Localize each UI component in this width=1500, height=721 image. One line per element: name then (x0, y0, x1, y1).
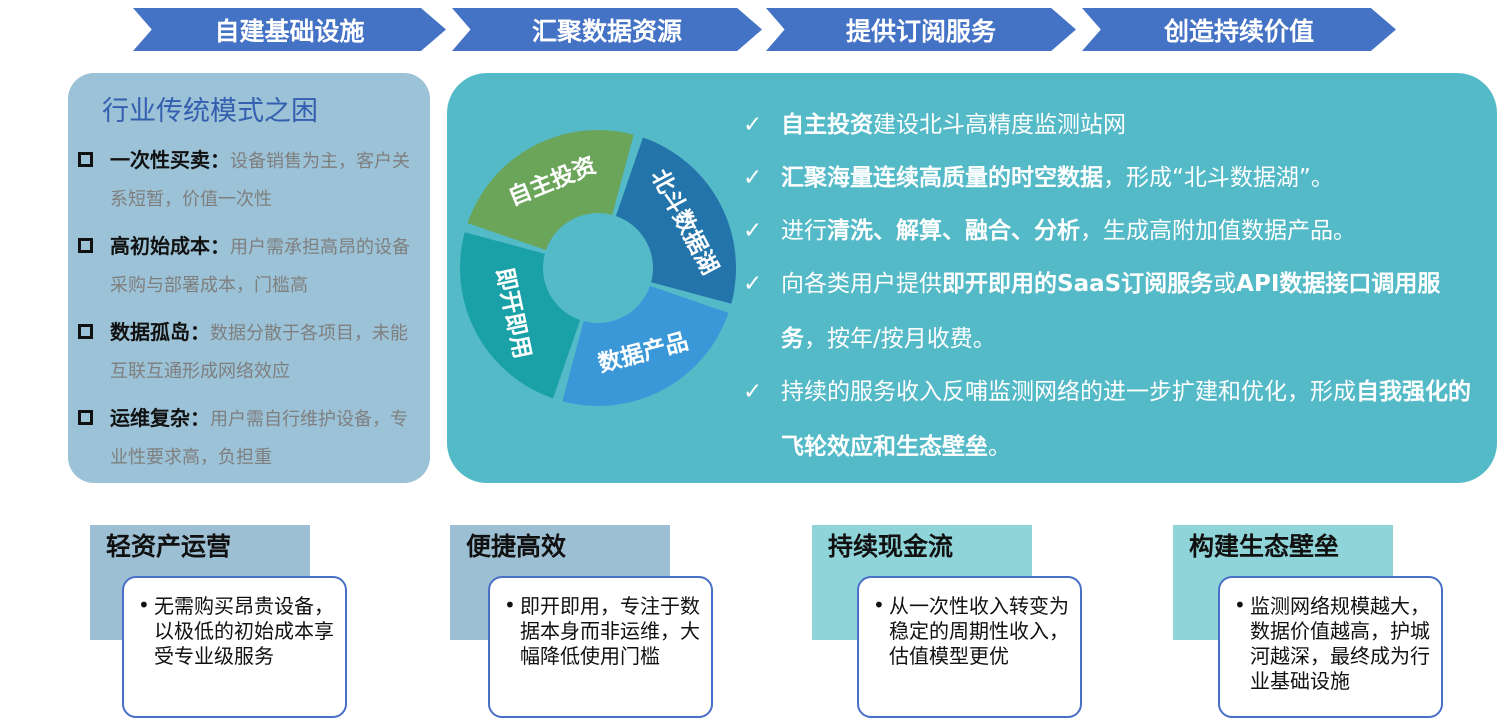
check-icon: ✓ (743, 218, 763, 244)
model-point: ✓ 汇聚海量连续高质量的时空数据，形成“北斗数据湖”。 (743, 151, 1483, 206)
pain-point-description: 用户需自行维护设备，专业性要求高，负担重 (110, 409, 408, 468)
square-bullet-icon (78, 152, 93, 167)
emphasis-text: API数据接口调用服务 (781, 271, 1441, 352)
flywheel-cycle: 自主投资北斗数据湖数据产品即开即用 (459, 130, 736, 406)
flow-step-3: 提供订阅服务 (766, 8, 1076, 51)
emphasis-text: 自我强化的飞轮效应和生态壁垒 (781, 379, 1471, 460)
point-text: 。 (988, 434, 1011, 460)
pain-point-item: 一次性买卖：设备销售为主，客户关系短暂，价值一次性 (78, 141, 423, 219)
flow-step-2: 汇聚数据资源 (452, 8, 762, 51)
check-icon: ✓ (743, 379, 763, 405)
model-points-list: ✓ 自主投资建设北斗高精度监测站网 ✓ 汇聚海量连续高质量的时空数据，形成“北斗数据湖… (743, 98, 1483, 473)
pain-point-description: 数据分散于各项目，未能互联互通形成网络效应 (110, 323, 408, 382)
model-point: ✓ 进行清洗、解算、融合、分析，生成高附加值数据产品。 (743, 204, 1483, 259)
cycle-segment (459, 232, 581, 399)
model-point: ✓ 自主投资建设北斗高精度监测站网 (743, 98, 1483, 153)
check-icon: ✓ (743, 271, 763, 297)
benefit-description: 无需购买昂贵设备，以极低的初始成本享受专业级服务 (154, 594, 334, 668)
benefit-description: 从一次性收入转变为稳定的周期性收入，估值模型更优 (889, 594, 1069, 668)
flow-step-1: 自建基础设施 (133, 8, 446, 51)
pain-points-panel: 行业传统模式之困 一次性买卖：设备销售为主，客户关系短暂，价值一次性高初始成本：… (68, 73, 430, 483)
benefit-description: 监测网络规模越大，数据价值越高，护城河越深，最终成为行业基础设施 (1250, 594, 1430, 693)
point-text: 持续的服务收入反哺监测网络的进一步扩建和优化，形成 (781, 379, 1356, 405)
emphasis-text: 汇聚海量连续高质量的时空数据 (781, 165, 1103, 191)
point-text: ，按年/按月收费。 (804, 326, 996, 352)
check-icon: ✓ (743, 165, 763, 191)
pain-panel-title: 行业传统模式之困 (102, 96, 318, 127)
pain-point-heading: 一次性买卖： (110, 148, 230, 172)
cycle-segment (467, 130, 634, 251)
pain-point-item: 数据孤岛：数据分散于各项目，未能互联互通形成网络效应 (78, 313, 423, 391)
cycle-segment (615, 137, 736, 304)
pain-point-item: 高初始成本：用户需承担高昂的设备采购与部署成本，门槛高 (78, 227, 423, 305)
square-bullet-icon (78, 410, 93, 425)
point-text: ，形成“北斗数据湖”。 (1103, 165, 1334, 191)
cycle-segment (562, 285, 729, 406)
pain-point-heading: 运维复杂： (110, 406, 210, 430)
square-bullet-icon (78, 324, 93, 339)
benefit-description: 即开即用，专注于数据本身而非运维，大幅降低使用门槛 (520, 594, 700, 668)
benefit-card: •即开即用，专注于数据本身而非运维，大幅降低使用门槛 (488, 576, 713, 718)
pain-point-description: 设备销售为主，客户关系短暂，价值一次性 (110, 151, 410, 210)
model-point: ✓ 向各类用户提供即开即用的SaaS订阅服务或API数据接口调用服务，按年/按月收… (743, 257, 1483, 367)
model-point: ✓ 持续的服务收入反哺监测网络的进一步扩建和优化，形成自我强化的飞轮效应和生态壁垒… (743, 365, 1483, 475)
pain-point-heading: 数据孤岛： (110, 320, 210, 344)
bullet-icon: • (1234, 593, 1246, 617)
point-text: 建设北斗高精度监测站网 (873, 112, 1126, 138)
bullet-icon: • (138, 593, 150, 617)
emphasis-text: 自主投资 (781, 112, 873, 138)
pain-point-heading: 高初始成本： (110, 234, 230, 258)
emphasis-text: 清洗、解算、融合、分析 (827, 218, 1080, 244)
benefit-card: •从一次性收入转变为稳定的周期性收入，估值模型更优 (857, 576, 1082, 718)
square-bullet-icon (78, 238, 93, 253)
point-text: 向各类用户提供 (781, 271, 942, 297)
point-text: ，生成高附加值数据产品。 (1080, 218, 1356, 244)
bullet-icon: • (504, 593, 516, 617)
benefit-card: •无需购买昂贵设备，以极低的初始成本享受专业级服务 (122, 576, 347, 718)
bullet-icon: • (873, 593, 885, 617)
point-text: 进行 (781, 218, 827, 244)
check-icon: ✓ (743, 112, 763, 138)
emphasis-text: 即开即用的SaaS订阅服务 (942, 271, 1214, 297)
point-text: 或 (1213, 271, 1237, 297)
flow-step-4: 创造持续价值 (1082, 8, 1396, 51)
pain-point-item: 运维复杂：用户需自行维护设备，专业性要求高，负担重 (78, 399, 423, 477)
pain-point-description: 用户需承担高昂的设备采购与部署成本，门槛高 (110, 237, 410, 296)
benefit-card: •监测网络规模越大，数据价值越高，护城河越深，最终成为行业基础设施 (1218, 576, 1443, 718)
